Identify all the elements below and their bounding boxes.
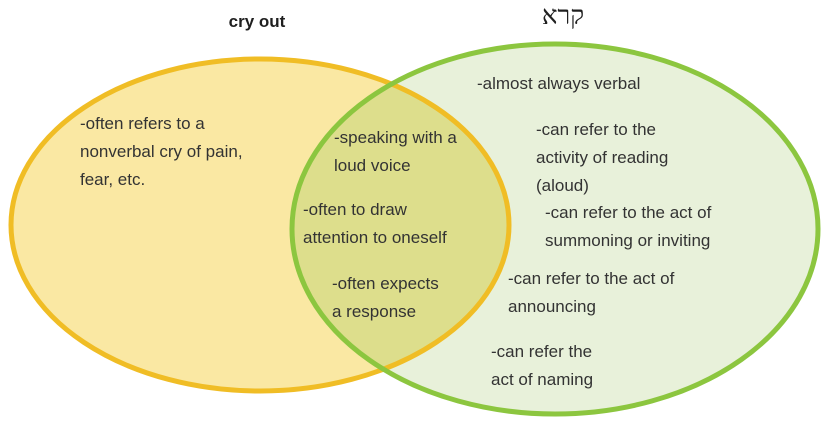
right-item-announcing: -can refer to the act of announcing [508,269,675,316]
overlap-item-draw-attention: -often to draw attention to oneself [303,200,447,247]
right-item-naming: -can refer the act of naming [491,342,594,389]
overlap-region [292,59,509,391]
right-item-summoning-inviting: -can refer to the act of summoning or in… [545,203,712,250]
right-circle-outline [289,41,821,417]
right-item-reading-aloud: -can refer to the activity of reading (a… [536,120,669,195]
overlap-item-expects-response: -often expects a response [332,274,439,321]
right-item-almost-always-verbal: -almost always verbal [477,74,641,93]
overlap-item-loud-voice: -speaking with a loud voice [334,128,457,175]
left-item-nonverbal-cry: -often refers to a nonverbal cry of pain… [80,114,243,189]
right-circle-title: קרא [541,1,585,30]
left-circle-outline [8,56,512,394]
left-circle-title: cry out [228,12,286,31]
